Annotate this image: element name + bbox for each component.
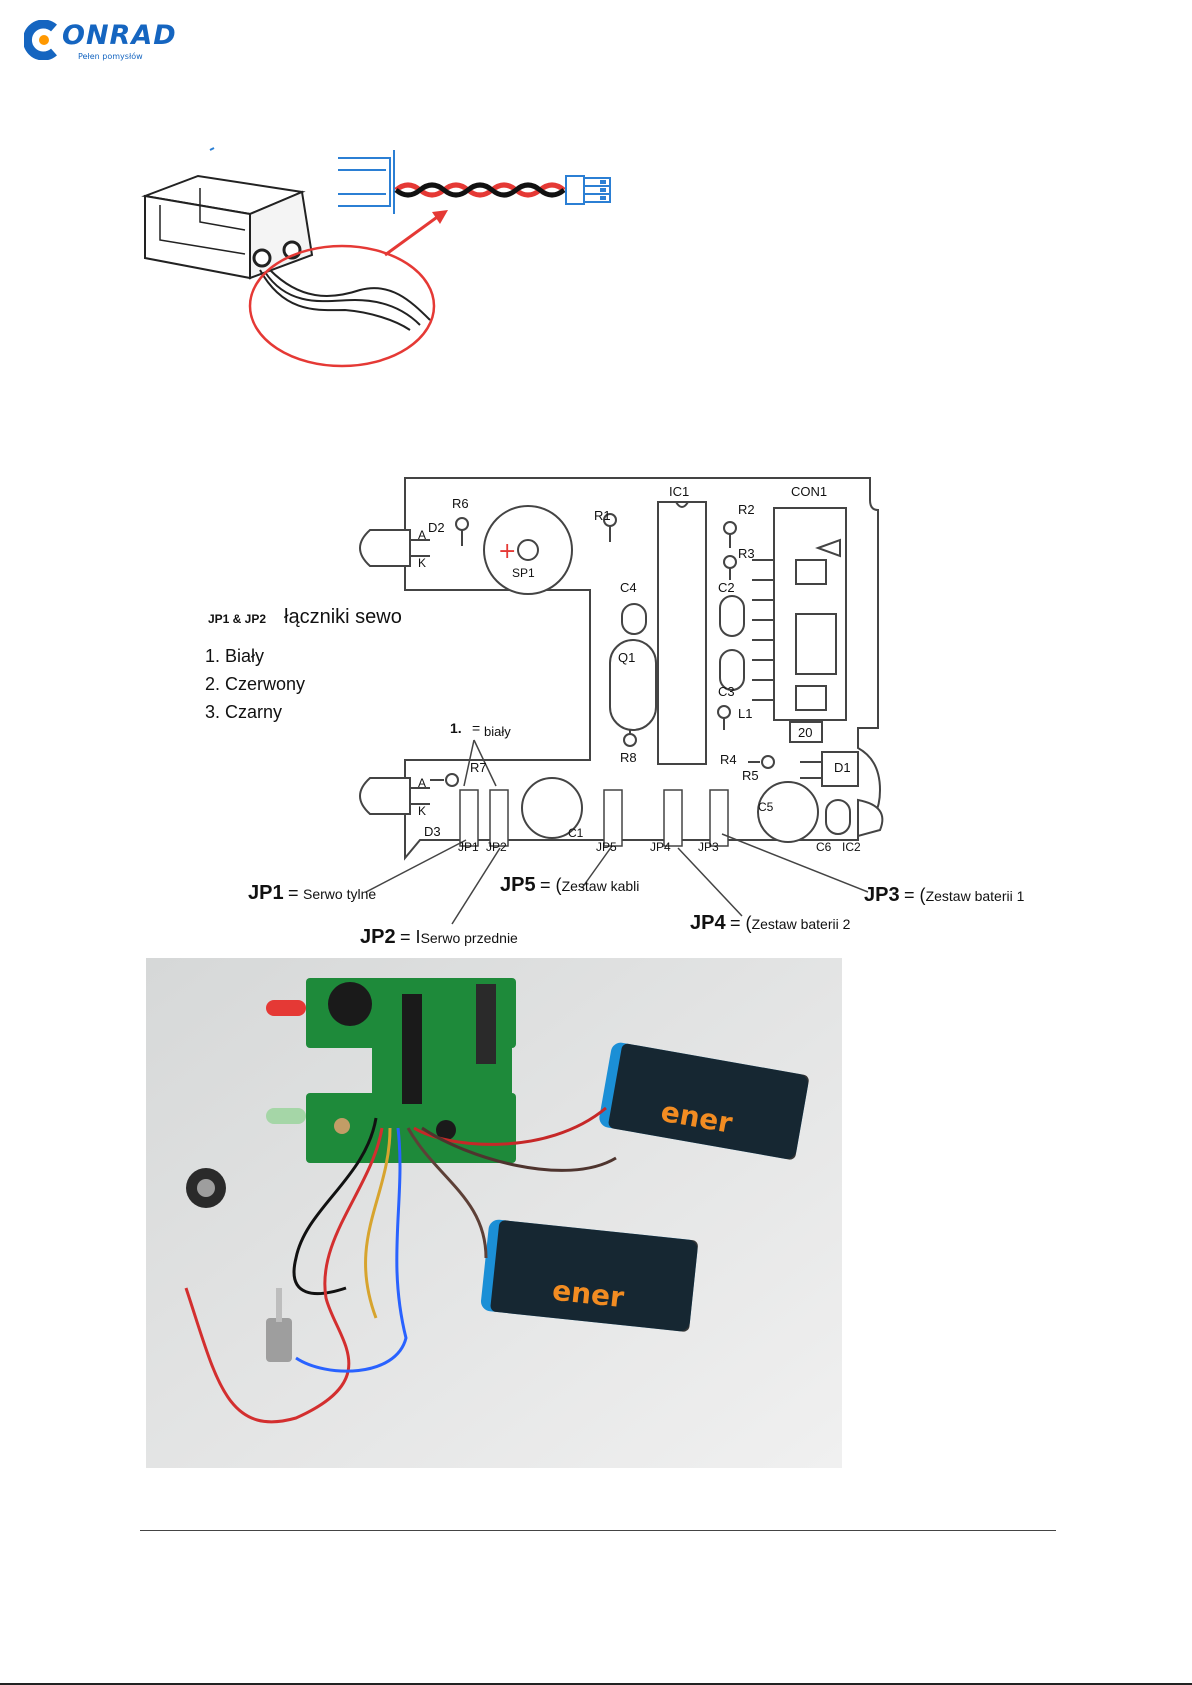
legend-item-2: 2. Czerwony: [205, 674, 306, 694]
label-c1: C1: [568, 826, 584, 840]
label-r8: R8: [620, 750, 637, 765]
label-r1: R1: [594, 508, 611, 523]
resistors: [430, 513, 775, 787]
logo-tagline: Pełen pomysłów: [78, 52, 143, 61]
label-r4: R4: [720, 752, 737, 767]
led-d3: [359, 777, 430, 815]
pin-note-text: biały: [484, 724, 511, 739]
label-c6: C6: [816, 840, 832, 854]
label-ic2: IC2: [842, 840, 861, 854]
assembled-circuit-photo: ener ener: [146, 958, 842, 1468]
jumper-headers: [459, 789, 729, 847]
legend-item-1: 1. Biały: [205, 646, 265, 666]
pin-note-arrows: [463, 739, 497, 787]
label-jp2: JP2: [486, 840, 507, 854]
label-cathode-d3: K: [418, 804, 427, 818]
logo-wordmark: ONRAD: [62, 20, 177, 51]
label-cathode-d2: K: [418, 556, 427, 570]
label-q1: Q1: [618, 650, 636, 665]
callout-jp5: JP5 = (Zestaw kabli: [500, 874, 640, 896]
page-bottom-rule: [0, 1683, 1192, 1685]
ic1-chip: [657, 501, 707, 765]
label-r6: R6: [452, 496, 469, 511]
label-d2: D2: [428, 520, 445, 535]
callout-leaders: [365, 833, 869, 925]
legend-item-3: 3. Czarny: [205, 702, 283, 722]
footer-rule: [140, 1530, 1056, 1531]
label-con-number: 20: [798, 725, 813, 740]
con1-connector: [752, 507, 847, 721]
label-jp4: JP4: [650, 840, 671, 854]
legend-title-suffix: łączniki sewo: [284, 606, 402, 628]
label-d3: D3: [424, 824, 441, 839]
highlight-circle: [248, 244, 436, 368]
callout-jp1: JP1 = Serwo tylne: [248, 882, 377, 904]
label-r2: R2: [738, 502, 755, 517]
led-d1: [800, 751, 859, 787]
led-d2: [359, 529, 430, 567]
label-c2: C2: [718, 580, 735, 595]
label-sp1: SP1: [512, 566, 535, 580]
label-r3: R3: [738, 546, 755, 561]
label-jp3: JP3: [698, 840, 719, 854]
label-r7: R7: [470, 760, 487, 775]
callout-jp3: JP3 = (Zestaw baterii 1: [864, 884, 1025, 906]
highlight-arrow: [384, 213, 441, 257]
ic2: [857, 798, 884, 838]
capacitors: [521, 595, 851, 843]
callout-jp4: JP4 = (Zestaw baterii 2: [690, 912, 851, 934]
battery-holder-drawing: [141, 174, 431, 331]
pin-note-number: 1.: [450, 720, 462, 736]
label-d1: D1: [834, 760, 851, 775]
label-jp5: JP5: [596, 840, 617, 854]
label-anode-d3: A: [418, 776, 427, 790]
label-jp1: JP1: [458, 840, 479, 854]
twisted-wire: [394, 182, 566, 198]
pcb-outline: [404, 477, 882, 861]
wire-connector-plug: [565, 175, 611, 205]
label-c5: C5: [758, 800, 774, 814]
label-anode-d2: A: [418, 528, 427, 542]
svg-text:ener: ener: [551, 1274, 626, 1314]
label-con1: CON1: [791, 484, 828, 499]
legend-title-prefix: JP1 & JP2: [208, 612, 267, 626]
label-r5: R5: [742, 768, 759, 783]
label-c4: C4: [620, 580, 637, 595]
label-ic1: IC1: [669, 484, 690, 499]
svg-text:+: +: [498, 539, 516, 564]
label-l1: L1: [738, 706, 753, 721]
conrad-logo: [22, 19, 144, 70]
conrad-logo-mark: [22, 19, 57, 61]
label-c3: C3: [718, 684, 735, 699]
connector-bracket: [338, 150, 395, 214]
callout-jp2: JP2 = ISerwo przednie: [360, 926, 518, 948]
